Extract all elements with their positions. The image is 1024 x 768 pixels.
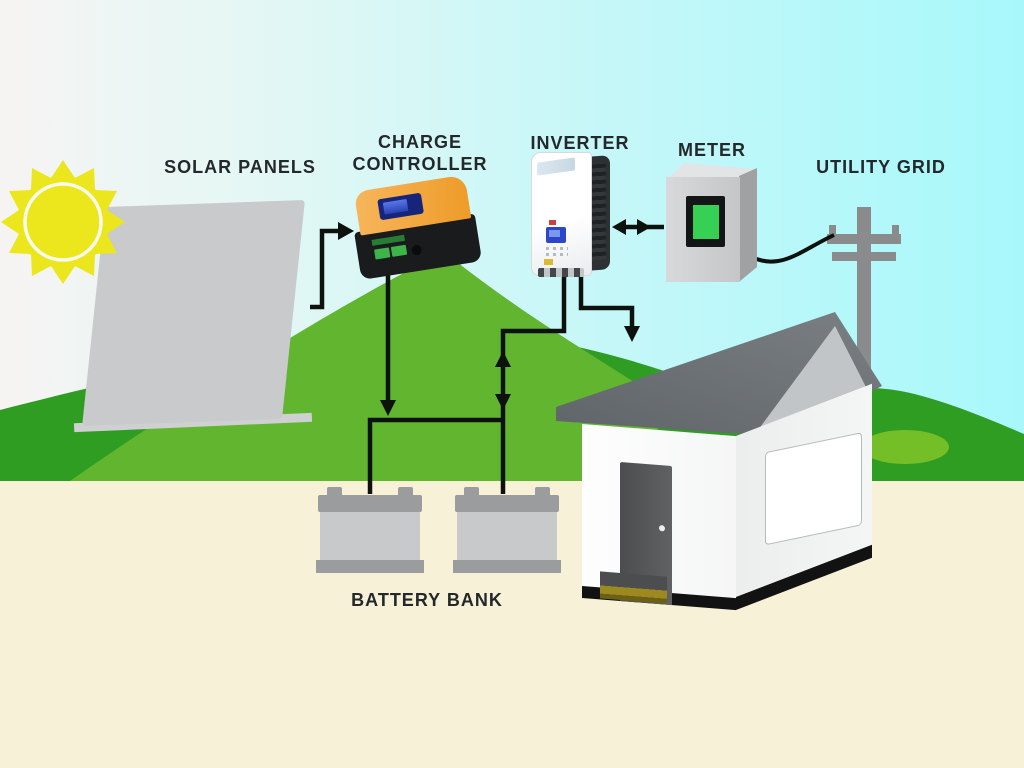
meter-side-face — [739, 168, 757, 282]
inverter-brand-mark — [549, 220, 556, 225]
battery-cap — [318, 495, 422, 512]
label-inverter: INVERTER — [530, 133, 630, 153]
inverter-logo — [537, 157, 575, 176]
wire-meter-to-grid — [753, 233, 835, 264]
arrowhead-down-to-battery — [380, 400, 396, 416]
meter-display-frame — [686, 196, 725, 247]
label-charge-controller: CHARGE CONTROLLER — [340, 131, 500, 175]
label-utility-grid: UTILITY GRID — [816, 157, 946, 177]
wire-inverter-to-battery — [500, 266, 567, 494]
house-window — [766, 433, 861, 545]
utility-pole-insulator-right — [892, 225, 899, 235]
inverter-connectors — [538, 268, 584, 277]
arrowhead-to-meter — [637, 219, 651, 235]
arrowhead-to-inverter — [612, 219, 626, 235]
house-doorstep — [600, 571, 667, 604]
utility-pole-crossbar-top — [827, 234, 901, 244]
meter-device — [666, 177, 740, 282]
label-solar-panels: SOLAR PANELS — [164, 157, 316, 177]
wire-inverter-to-house — [578, 266, 635, 328]
inverter-lcd — [546, 227, 566, 243]
arrowhead-into-house — [624, 326, 640, 342]
inverter-buttons — [546, 247, 568, 250]
battery-body — [457, 512, 557, 560]
bright-green-patch — [861, 430, 949, 464]
arrowhead-down-to-bus — [495, 394, 511, 410]
inverter-label — [544, 259, 553, 265]
sun-icon — [1, 160, 125, 284]
battery — [453, 487, 561, 575]
utility-pole-crossbar-bottom — [832, 252, 896, 261]
arrowhead-into-controller — [338, 222, 354, 240]
inverter-body — [531, 152, 592, 277]
label-charge-line2: CONTROLLER — [352, 154, 488, 174]
label-charge-line1: CHARGE — [377, 132, 462, 152]
battery-terminal — [535, 487, 550, 496]
bright-green-mountain — [70, 257, 658, 500]
battery — [316, 487, 424, 575]
arrowhead-up-to-inverter — [495, 351, 511, 367]
battery-cap — [455, 495, 559, 512]
inverter-device — [531, 150, 626, 278]
door-knob — [659, 525, 665, 532]
battery-terminal — [464, 487, 479, 496]
battery-base — [453, 560, 561, 573]
label-meter: METER — [678, 140, 746, 160]
inverter-buttons — [546, 253, 568, 256]
battery-terminal — [398, 487, 413, 496]
battery-terminal — [327, 487, 342, 496]
utility-pole-insulator-left — [829, 225, 836, 235]
battery-base — [316, 560, 424, 573]
battery-body — [320, 512, 420, 560]
meter-display-screen — [693, 205, 719, 239]
wire-panel-to-controller — [310, 228, 340, 310]
label-battery-bank: BATTERY BANK — [351, 590, 503, 610]
